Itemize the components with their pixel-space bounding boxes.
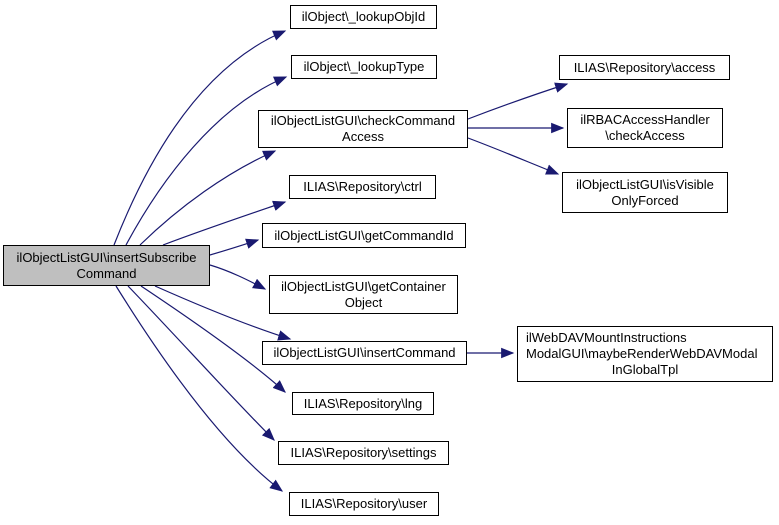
node-insert-subscribe-command: ilObjectListGUI\insertSubscribe Command xyxy=(3,245,210,286)
edge-root-to-ctrl xyxy=(162,200,287,246)
node-label-line: ilObjectListGUI\isVisible xyxy=(576,176,714,192)
edge-check-to-is-visible xyxy=(467,137,560,175)
node-user[interactable]: ILIAS\Repository\user xyxy=(289,492,439,516)
node-label-line: ilObjectListGUI\getContainer xyxy=(281,278,446,294)
node-ctrl[interactable]: ILIAS\Repository\ctrl xyxy=(289,175,436,199)
node-get-command-id[interactable]: ilObjectListGUI\getCommandId xyxy=(262,223,466,248)
node-label-line: ilObject\_lookupType xyxy=(303,59,425,74)
node-webdav-modal[interactable]: ilWebDAVMountInstructions ModalGUI\maybe… xyxy=(517,326,773,382)
node-label-line: OnlyForced xyxy=(611,192,679,208)
node-label-line: ILIAS\Repository\settings xyxy=(290,445,437,460)
edge-root-to-lng xyxy=(140,285,286,393)
node-label-line: InGlobalTpl xyxy=(611,362,679,377)
edge-root-to-check-command-access xyxy=(139,150,277,246)
node-label-line: ILIAS\Repository\access xyxy=(573,59,716,75)
node-is-visible-only-forced[interactable]: ilObjectListGUI\isVisible OnlyForced xyxy=(562,172,728,213)
node-lookup-obj-id[interactable]: ilObject\_lookupObjId xyxy=(290,5,437,29)
node-label-line: ModalGUI\maybeRenderWebDAVModal xyxy=(526,346,758,361)
edge-root-to-lookup-obj-id xyxy=(113,30,287,246)
node-access[interactable]: ILIAS\Repository\access xyxy=(559,55,730,80)
node-label-line: Command xyxy=(76,265,137,281)
node-lookup-type[interactable]: ilObject\_lookupType xyxy=(291,55,437,79)
node-label-line: ilObject\_lookupObjId xyxy=(301,9,426,24)
edge-root-to-user xyxy=(115,285,284,492)
node-get-container-object[interactable]: ilObjectListGUI\getContainer Object xyxy=(269,275,458,314)
node-lng[interactable]: ILIAS\Repository\lng xyxy=(292,392,434,415)
node-label-line: ILIAS\Repository\user xyxy=(300,496,428,511)
node-label-line: ilRBACAccessHandler xyxy=(580,112,710,127)
node-check-command-access[interactable]: ilObjectListGUI\checkCommand Access xyxy=(258,110,468,148)
node-label-line: ILIAS\Repository\ctrl xyxy=(303,179,422,194)
node-label-line: ilObjectListGUI\insertCommand xyxy=(273,345,456,360)
edge-root-to-get-container-object xyxy=(209,264,267,290)
node-label-line: ILIAS\Repository\lng xyxy=(303,395,423,411)
node-insert-command[interactable]: ilObjectListGUI\insertCommand xyxy=(262,341,467,365)
node-label-line: ilObjectListGUI\checkCommand xyxy=(270,113,456,128)
edge-root-to-lookup-type xyxy=(125,76,288,246)
node-label-line: ilObjectListGUI\insertSubscribe xyxy=(16,249,197,265)
node-settings[interactable]: ILIAS\Repository\settings xyxy=(278,441,449,465)
node-label-line: ilObjectListGUI\getCommandId xyxy=(274,227,454,243)
edge-check-to-access xyxy=(467,82,569,120)
edge-root-to-get-command-id xyxy=(209,238,260,256)
node-label-line: ilWebDAVMountInstructions xyxy=(526,330,687,345)
edge-root-to-settings xyxy=(127,285,275,441)
node-rbac-check-access[interactable]: ilRBACAccessHandler \checkAccess xyxy=(567,108,723,148)
node-label-line: Access xyxy=(342,129,384,144)
node-label-line: Object xyxy=(344,294,383,310)
edge-root-to-insert-command xyxy=(154,285,292,341)
node-label-line: \checkAccess xyxy=(605,128,685,143)
